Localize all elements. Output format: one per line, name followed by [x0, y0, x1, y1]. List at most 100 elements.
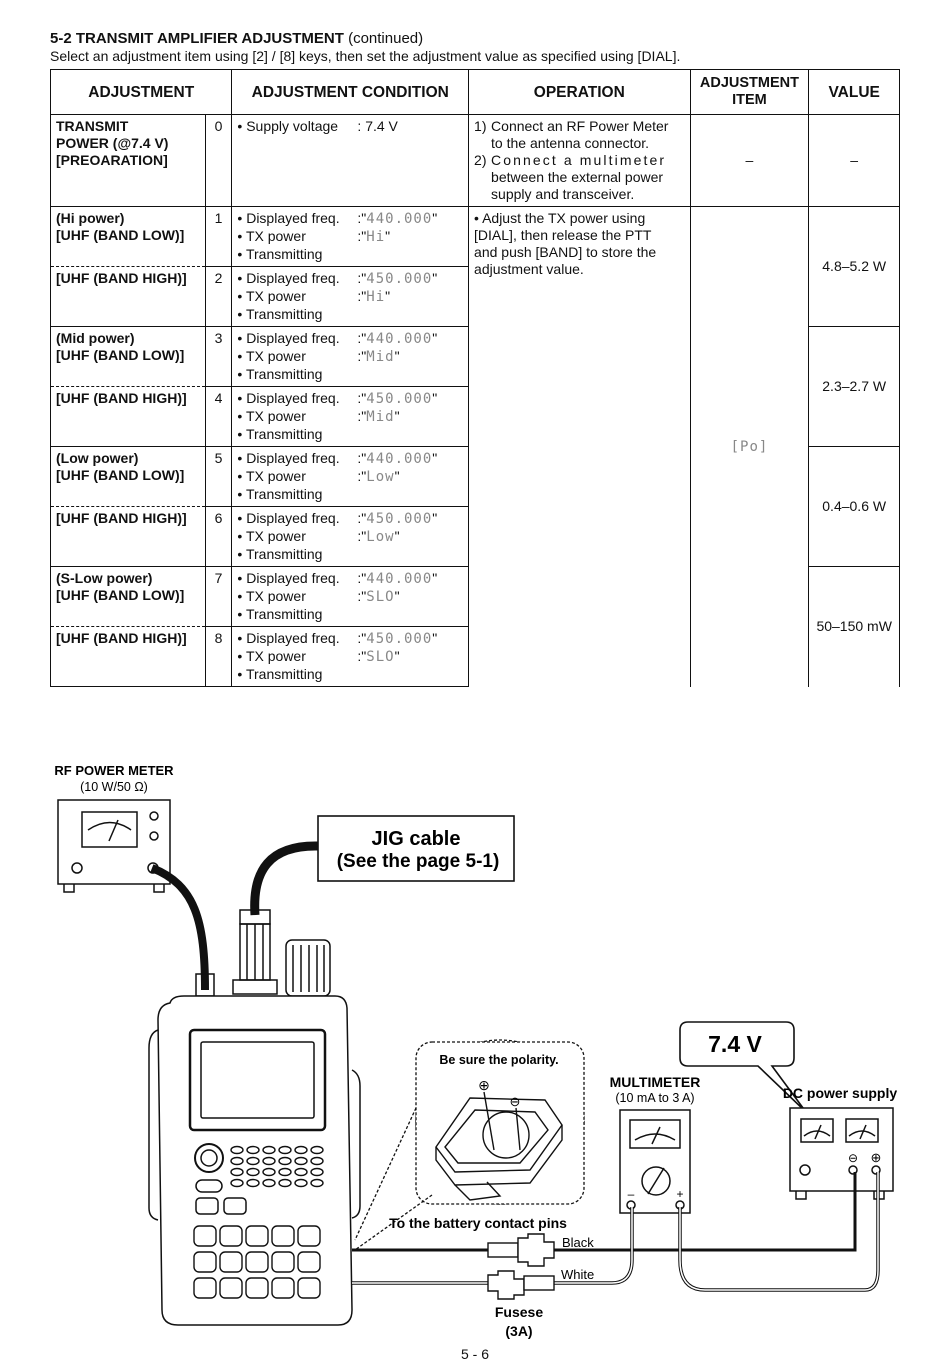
small-key	[262, 1167, 276, 1177]
plus-symbol-icon: ⊕	[478, 1077, 490, 1093]
dc-minus-icon: ⊖	[848, 1151, 858, 1165]
keypad-key	[297, 1277, 321, 1299]
battery-inset: Be sure the polarity. ⊕ ⊖	[354, 1039, 585, 1251]
polarity-note: Be sure the polarity.	[439, 1053, 558, 1067]
row-label: (Mid power)[UHF (BAND LOW)]	[50, 326, 206, 387]
row-label: [UHF (BAND HIGH)]	[50, 626, 206, 687]
rf-cable	[150, 864, 209, 991]
fuse-rating: (3A)	[505, 1323, 532, 1339]
row-condition: • Displayed freq.:"440.000"• TX power:"L…	[231, 446, 470, 507]
section-instruction: Select an adjustment item using [2] / [8…	[50, 48, 681, 64]
table-row: [UHF (BAND HIGH)]2• Displayed freq.:"450…	[50, 266, 900, 327]
lcd-frequency: 440.000	[366, 571, 433, 587]
small-key	[294, 1167, 308, 1177]
row-label: [UHF (BAND HIGH)]	[50, 506, 206, 567]
row-item: –	[689, 114, 810, 207]
lcd-frequency: 450.000	[366, 631, 433, 647]
col-adjustment: ADJUSTMENT	[49, 69, 233, 115]
lcd-power: Hi	[366, 289, 386, 305]
black-wire	[352, 1172, 857, 1252]
small-key	[230, 1178, 244, 1188]
row-value: 0.4–0.6 W	[808, 446, 900, 567]
keypad-key	[297, 1251, 321, 1273]
lcd-power: Low	[366, 529, 395, 545]
section-title: 5-2 TRANSMIT AMPLIFIER ADJUSTMENT (conti…	[50, 30, 424, 47]
row-value: –	[808, 114, 900, 207]
row-number: 4	[204, 386, 233, 447]
table-row: [UHF (BAND HIGH)]8• Displayed freq.:"450…	[50, 626, 900, 687]
small-key	[278, 1178, 292, 1188]
small-key	[246, 1167, 260, 1177]
lcd-power: Mid	[366, 409, 395, 425]
row-label: (S-Low power)[UHF (BAND LOW)]	[50, 566, 206, 627]
small-key	[278, 1156, 292, 1166]
lcd-frequency: 440.000	[366, 331, 433, 347]
row-number: 6	[204, 506, 233, 567]
small-key	[294, 1156, 308, 1166]
fuse-connector	[487, 1270, 555, 1300]
row-value: 2.3–2.7 W	[808, 326, 900, 447]
row-number: 1	[204, 206, 233, 267]
lcd-frequency: 450.000	[366, 391, 433, 407]
row-condition: • Displayed freq.:"450.000"• TX power:"M…	[231, 386, 470, 447]
keypad-key	[245, 1277, 269, 1299]
small-key	[310, 1156, 324, 1166]
multimeter	[619, 1109, 691, 1214]
keypad-key	[271, 1251, 295, 1273]
jig-cable-note: (See the page 5-1)	[337, 851, 500, 872]
row-condition: • Displayed freq.:"440.000"• TX power:"M…	[231, 326, 470, 387]
multimeter-spec: (10 mA to 3 A)	[615, 1091, 694, 1105]
small-key	[310, 1167, 324, 1177]
keypad-key	[297, 1225, 321, 1247]
transceiver-keypad	[193, 1145, 324, 1299]
row-number: 0	[204, 114, 233, 207]
keypad-key	[271, 1225, 295, 1247]
rf-meter-spec: (10 W/50 Ω)	[80, 780, 148, 794]
page-number: 5 - 6	[460, 1346, 489, 1362]
dc-power-supply	[789, 1107, 894, 1200]
row-operation: • Adjust the TX power using[DIAL], then …	[468, 206, 691, 687]
small-key	[246, 1156, 260, 1166]
lcd-power: SLO	[366, 589, 395, 605]
col-item: ADJUSTMENT ITEM	[689, 69, 810, 115]
row-label: [UHF (BAND HIGH)]	[50, 386, 206, 447]
row-number: 3	[204, 326, 233, 387]
row-value: 4.8–5.2 W	[808, 206, 900, 327]
battery-pins-label: To the battery contact pins	[389, 1215, 567, 1231]
row-condition: • Displayed freq.:"450.000"• TX power:"L…	[231, 506, 470, 567]
table-row: [UHF (BAND HIGH)]6• Displayed freq.:"450…	[50, 506, 900, 567]
small-key	[294, 1145, 308, 1155]
keypad-key	[193, 1277, 217, 1299]
keypad-key	[271, 1277, 295, 1299]
small-key	[278, 1145, 292, 1155]
white-wire-label: White	[561, 1267, 594, 1282]
table-row: (Hi power)[UHF (BAND LOW)]1• Displayed f…	[50, 206, 900, 687]
dc-plus-icon: ⊕	[871, 1150, 882, 1165]
keypad-key	[219, 1277, 243, 1299]
row-item: [Po]	[689, 206, 810, 687]
transceiver	[148, 909, 361, 1326]
small-key	[246, 1178, 260, 1188]
small-key	[230, 1156, 244, 1166]
row-label: TRANSMIT POWER (@7.4 V) [PREOARATION]	[50, 114, 206, 207]
rf-meter-title: RF POWER METER	[54, 763, 174, 778]
row-condition: • Displayed freq.:"440.000"• TX power:"H…	[231, 206, 470, 267]
small-key	[246, 1145, 260, 1155]
rf-power-meter	[57, 799, 171, 893]
keypad-key	[219, 1251, 243, 1273]
minus-symbol-icon: ⊖	[510, 1094, 521, 1109]
jig-cable-box	[317, 815, 515, 882]
keypad-key	[219, 1225, 243, 1247]
lcd-frequency: 440.000	[366, 211, 433, 227]
lcd-frequency: 440.000	[366, 451, 433, 467]
small-key	[230, 1145, 244, 1155]
keypad-key	[193, 1225, 217, 1247]
col-operation: OPERATION	[468, 69, 691, 115]
row-condition: • Supply voltage: 7.4 V	[231, 114, 470, 207]
small-key	[310, 1178, 324, 1188]
small-key	[262, 1145, 276, 1155]
row-label: (Low power)[UHF (BAND LOW)]	[50, 446, 206, 507]
small-key	[278, 1167, 292, 1177]
row-label: (Hi power)[UHF (BAND LOW)]	[50, 206, 206, 267]
voltage-value: 7.4 V	[708, 1031, 762, 1057]
